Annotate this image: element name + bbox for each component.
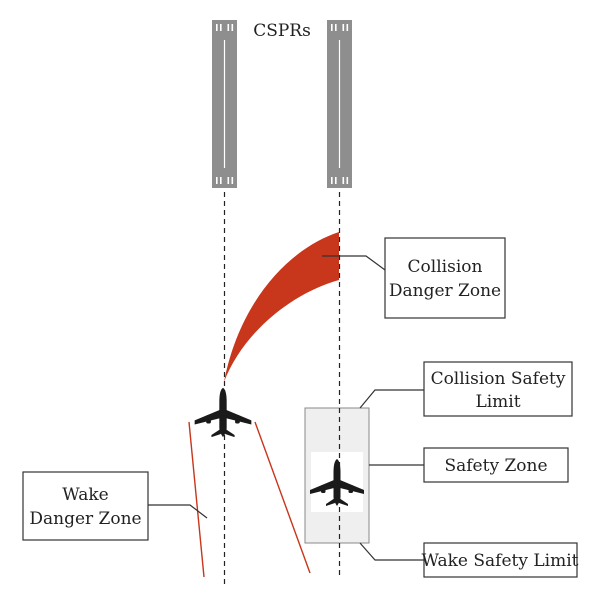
runway-left [212, 20, 237, 188]
label-collision-safety-limit-line1: Collision Safety [431, 369, 566, 389]
wake-line-right [254, 421, 311, 574]
label-safety-zone: Safety Zone [423, 447, 569, 483]
label-collision-danger-zone: Collision Danger Zone [384, 237, 506, 319]
leader-collision-danger-zone [322, 255, 386, 271]
collision-danger-zone-shape [224, 232, 339, 382]
label-collision-safety-limit-line2: Limit [475, 392, 520, 412]
label-wake-safety-limit: Wake Safety Limit [422, 542, 579, 578]
label-collision-safety-limit: Collision Safety Limit [423, 361, 573, 417]
label-collision-danger-zone-line1: Collision [408, 257, 483, 277]
label-collision-danger-zone-line2: Danger Zone [389, 281, 501, 301]
aircraft-icon-left [194, 387, 252, 438]
label-safety-zone-text: Safety Zone [444, 456, 547, 476]
label-wake-danger-zone-line1: Wake [62, 485, 109, 505]
diagram-title: CSPRs [253, 21, 311, 41]
leader-wake-danger-zone [148, 504, 208, 519]
label-wake-safety-limit-text: Wake Safety Limit [422, 551, 579, 571]
wake-line-left [188, 421, 205, 578]
leader-wake-safety-limit [359, 542, 424, 561]
label-wake-danger-zone-line2: Danger Zone [29, 509, 141, 529]
runway-right [327, 20, 352, 188]
label-wake-danger-zone: Wake Danger Zone [22, 471, 149, 541]
leader-collision-safety-limit [359, 389, 424, 409]
